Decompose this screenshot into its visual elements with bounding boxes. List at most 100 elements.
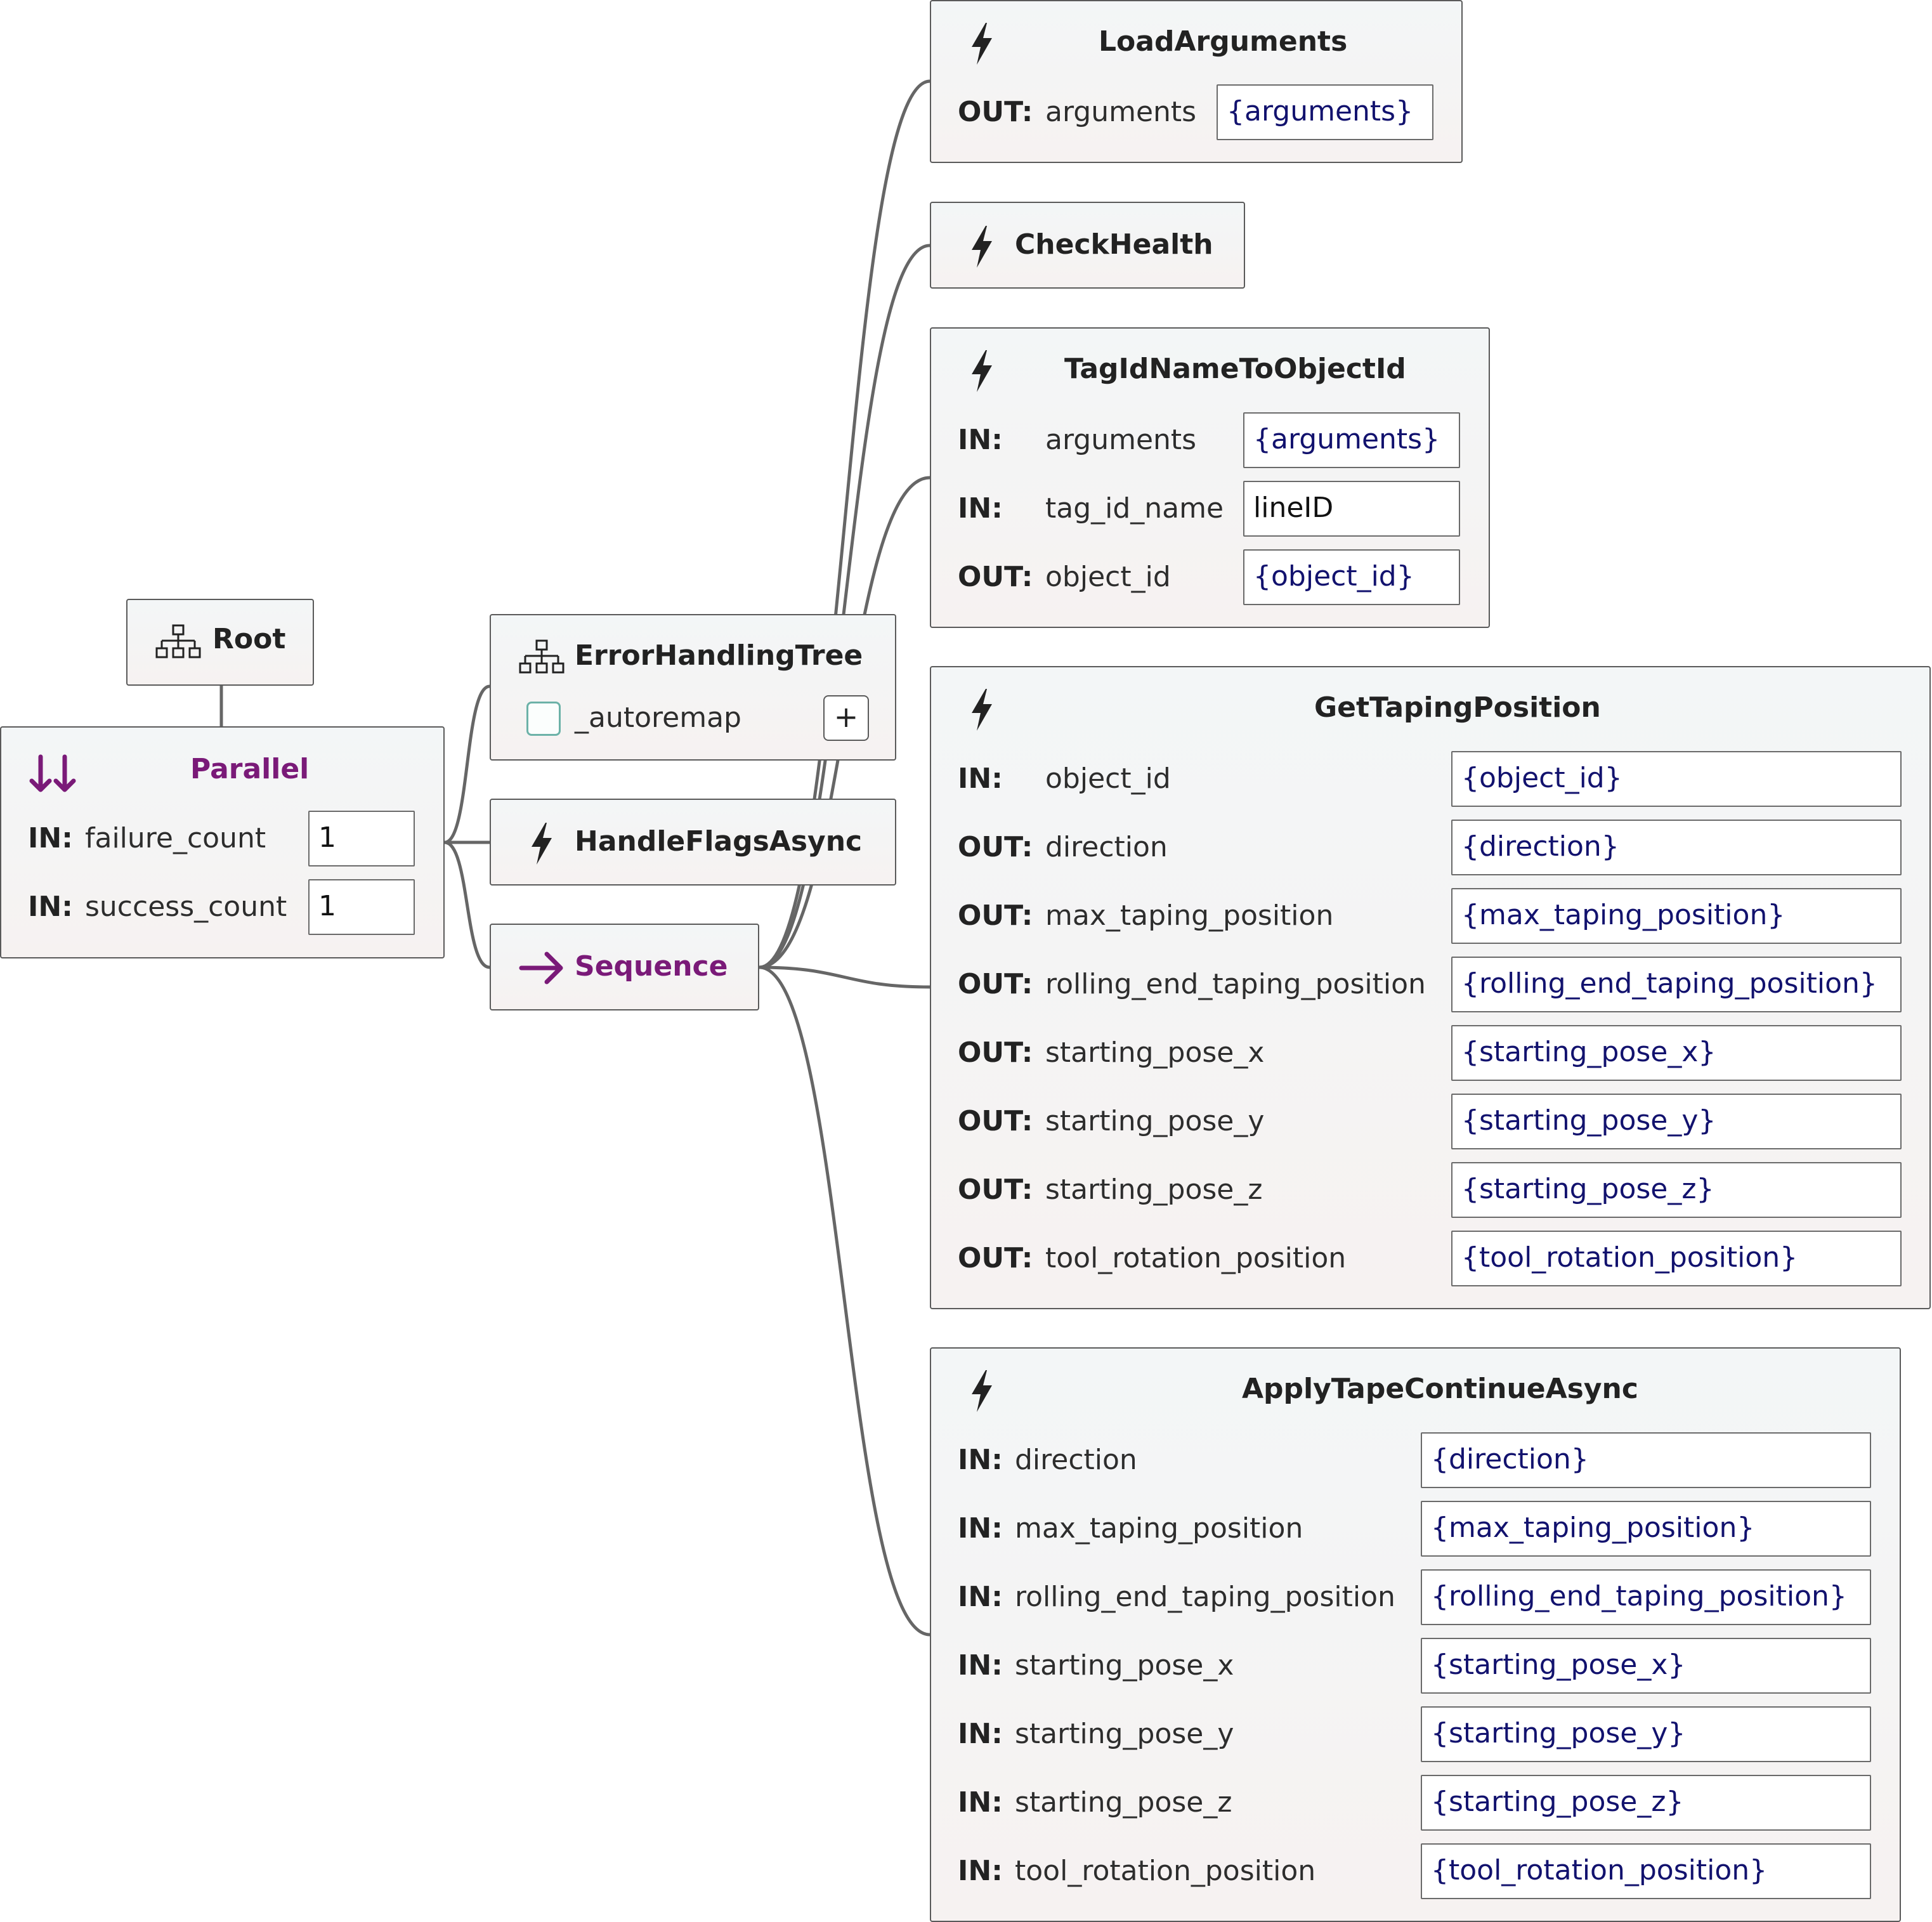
tree-icon [519, 639, 565, 674]
param-name: object_id [1045, 561, 1171, 593]
node-title: ErrorHandlingTree [575, 639, 863, 672]
param-row: IN: arguments {arguments} [931, 412, 1489, 469]
param-row: IN: max_taping_position {max_taping_posi… [931, 1501, 1900, 1558]
param-value-input[interactable]: {starting_pose_x} [1421, 1638, 1871, 1694]
node-handle-flags-async[interactable]: HandleFlagsAsync [490, 799, 896, 886]
param-row: IN: direction {direction} [931, 1432, 1900, 1489]
param-name: starting_pose_x [1045, 1036, 1265, 1069]
param-name: failure_count [85, 822, 266, 854]
edge-sequence-to-get_taping_position [759, 965, 930, 989]
node-tag-id-name-to-object-id[interactable]: TagIdNameToObjectId IN: arguments {argum… [930, 327, 1490, 628]
node-title: Parallel [190, 753, 310, 785]
param-value-input[interactable]: {starting_pose_y} [1451, 1094, 1902, 1149]
param-row: IN: success_count 1 [1, 879, 443, 936]
param-keyword: IN: [958, 1581, 1003, 1613]
node-error-handling-tree[interactable]: ErrorHandlingTree _autoremap + [490, 614, 896, 761]
param-name: starting_pose_z [1045, 1173, 1263, 1206]
param-row: OUT: rolling_end_taping_position {rollin… [931, 957, 1929, 1014]
param-keyword: IN: [958, 1649, 1003, 1682]
param-value-input[interactable]: {starting_pose_z} [1421, 1775, 1871, 1831]
param-value-input[interactable]: 1 [308, 879, 415, 935]
param-name: starting_pose_z [1015, 1786, 1232, 1819]
param-value-input[interactable]: {rolling_end_taping_position} [1421, 1569, 1871, 1625]
param-row: IN: starting_pose_x {starting_pose_x} [931, 1638, 1900, 1695]
param-name: max_taping_position [1015, 1512, 1303, 1545]
param-keyword: OUT: [958, 899, 1033, 932]
node-parallel[interactable]: Parallel IN: failure_count 1 IN: success… [0, 726, 445, 958]
param-name: object_id [1045, 762, 1171, 795]
parallel-arrows-icon [29, 754, 76, 792]
param-keyword: IN: [958, 1786, 1003, 1819]
node-apply-tape-continue-async[interactable]: ApplyTapeContinueAsync IN: direction {di… [930, 1347, 1901, 1922]
edge-sequence-to-apply_tape_continue_async [759, 965, 930, 1637]
param-value-input[interactable]: {tool_rotation_position} [1421, 1843, 1871, 1899]
param-row: OUT: max_taping_position {max_taping_pos… [931, 888, 1929, 945]
param-value-input[interactable]: {direction} [1421, 1432, 1871, 1488]
lightning-icon [972, 350, 992, 392]
param-row: IN: starting_pose_y {starting_pose_y} [931, 1706, 1900, 1763]
param-keyword: OUT: [958, 1173, 1033, 1206]
param-row: OUT: starting_pose_z {starting_pose_z} [931, 1162, 1929, 1219]
node-title: Sequence [575, 950, 728, 983]
param-row: OUT: direction {direction} [931, 820, 1929, 877]
node-check-health[interactable]: CheckHealth [930, 202, 1245, 289]
param-keyword: OUT: [958, 1105, 1033, 1137]
param-keyword: IN: [958, 424, 1003, 456]
node-title: TagIdNameToObjectId [1064, 353, 1406, 385]
param-keyword: IN: [958, 1512, 1003, 1545]
param-name: rolling_end_taping_position [1015, 1581, 1395, 1613]
param-keyword: OUT: [958, 1036, 1033, 1069]
param-value-input[interactable]: lineID [1243, 481, 1460, 537]
param-value-input[interactable]: {rolling_end_taping_position} [1451, 957, 1902, 1012]
node-get-taping-position[interactable]: GetTapingPosition IN: object_id {object_… [930, 666, 1931, 1309]
param-row: IN: object_id {object_id} [931, 751, 1929, 808]
param-keyword: OUT: [958, 968, 1033, 1000]
param-keyword: IN: [28, 822, 73, 854]
param-keyword: IN: [958, 1718, 1003, 1750]
param-row: OUT: arguments {arguments} [931, 84, 1461, 141]
param-keyword: OUT: [958, 831, 1033, 863]
param-name: tool_rotation_position [1045, 1242, 1347, 1274]
param-name: direction [1015, 1444, 1137, 1476]
param-value-input[interactable]: {starting_pose_x} [1451, 1025, 1902, 1081]
param-keyword: IN: [28, 891, 73, 923]
param-value-input[interactable]: {max_taping_position} [1451, 888, 1902, 944]
node-title: LoadArguments [1099, 25, 1348, 58]
node-sequence[interactable]: Sequence [490, 924, 759, 1010]
param-value-input[interactable]: {max_taping_position} [1421, 1501, 1871, 1557]
param-value-input[interactable]: {starting_pose_y} [1421, 1706, 1871, 1762]
autoremap-checkbox[interactable] [526, 702, 561, 736]
param-value-input[interactable]: {arguments} [1243, 412, 1460, 468]
param-row: OUT: object_id {object_id} [931, 549, 1489, 606]
param-row: OUT: starting_pose_x {starting_pose_x} [931, 1025, 1929, 1082]
param-value-input[interactable]: {starting_pose_z} [1451, 1162, 1902, 1218]
param-keyword: IN: [958, 1444, 1003, 1476]
param-name: direction [1045, 831, 1168, 863]
param-name: rolling_end_taping_position [1045, 968, 1426, 1000]
node-load-arguments[interactable]: LoadArguments OUT: arguments {arguments} [930, 0, 1463, 163]
edge-sequence-to-load_arguments [759, 79, 930, 969]
param-value-input[interactable]: 1 [308, 811, 415, 866]
param-row: IN: starting_pose_z {starting_pose_z} [931, 1775, 1900, 1832]
param-value-input[interactable]: {tool_rotation_position} [1451, 1231, 1902, 1286]
param-name: max_taping_position [1045, 899, 1334, 932]
lightning-icon [972, 226, 992, 268]
add-port-button[interactable]: + [823, 695, 869, 741]
node-title: HandleFlagsAsync [575, 825, 863, 858]
param-name: starting_pose_y [1015, 1718, 1234, 1750]
param-keyword: IN: [958, 1855, 1003, 1887]
param-keyword: OUT: [958, 96, 1033, 128]
param-row: IN: tool_rotation_position {tool_rotatio… [931, 1843, 1900, 1900]
arrow-right-icon [519, 951, 563, 984]
param-value-input[interactable]: {object_id} [1451, 751, 1902, 807]
param-value-input[interactable]: {arguments} [1217, 84, 1433, 140]
lightning-icon [532, 823, 552, 865]
param-keyword: IN: [958, 762, 1003, 795]
param-value-input[interactable]: {direction} [1451, 820, 1902, 875]
node-title: Root [212, 623, 286, 655]
node-root[interactable]: Root [126, 599, 314, 686]
lightning-icon [972, 689, 992, 731]
param-row: OUT: tool_rotation_position {tool_rotati… [931, 1231, 1929, 1288]
node-title: CheckHealth [1015, 228, 1213, 261]
param-value-input[interactable]: {object_id} [1243, 549, 1460, 605]
